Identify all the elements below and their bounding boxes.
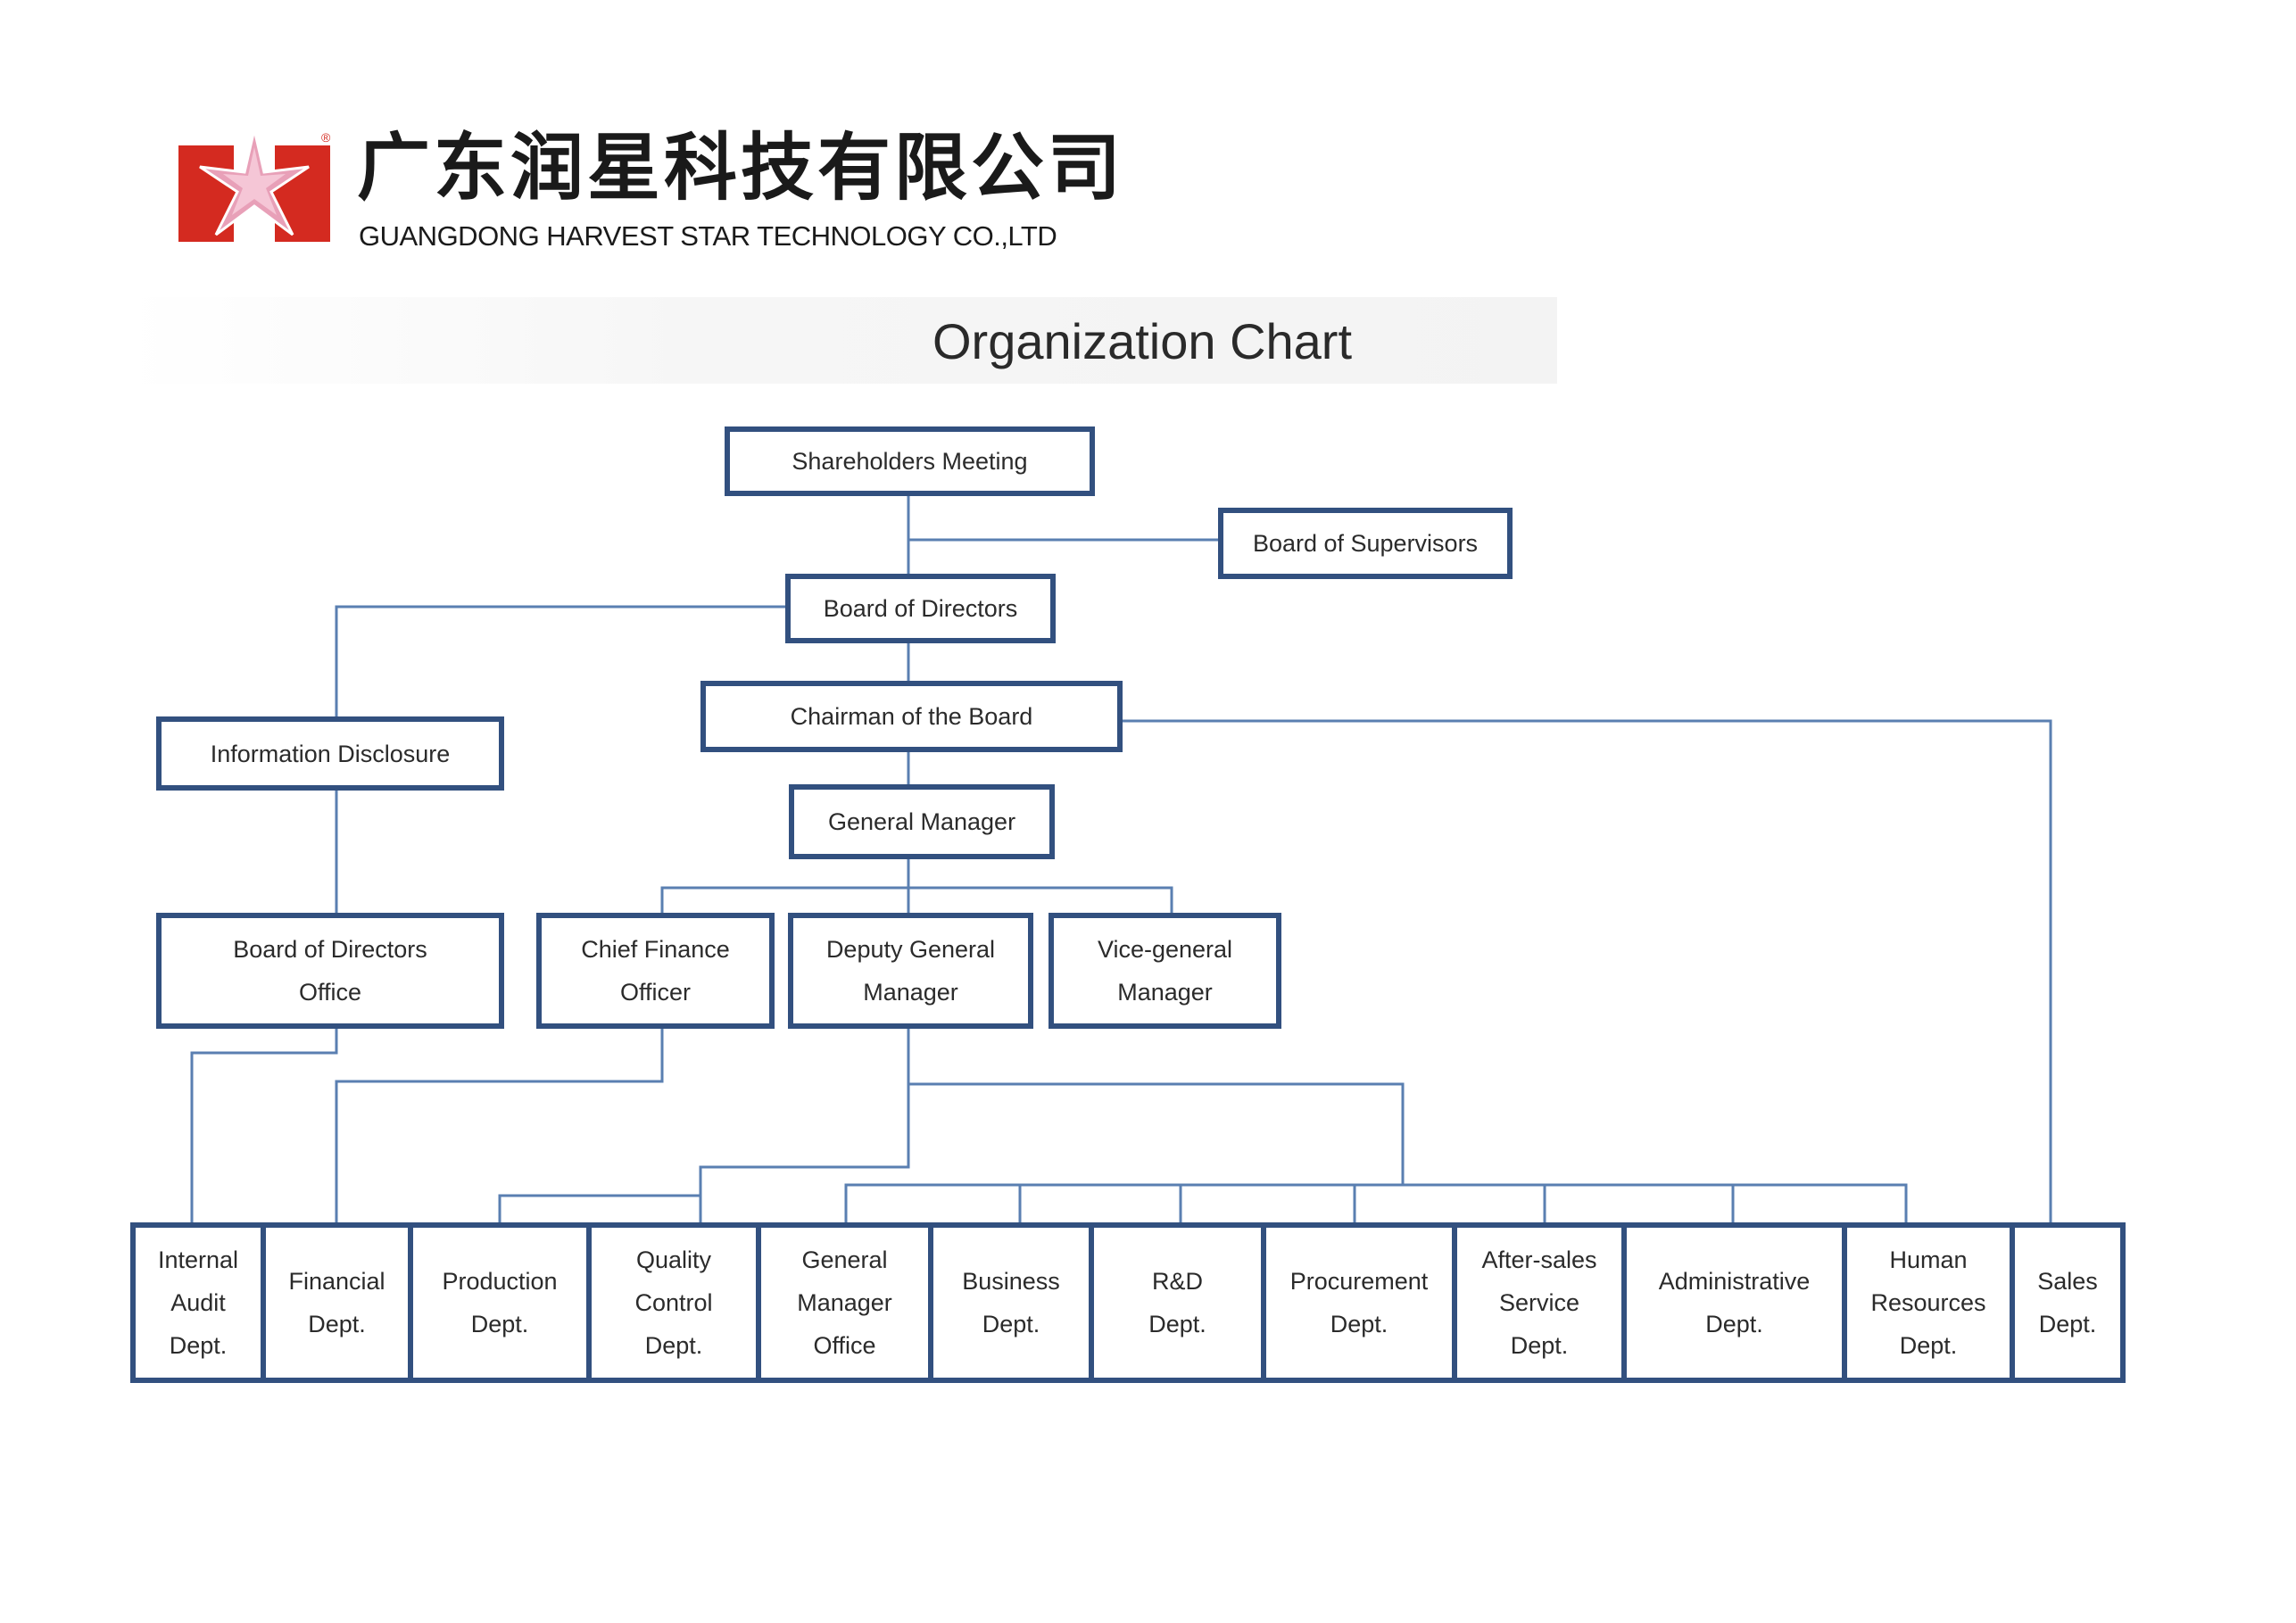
department-box: Administrative Dept. [1621, 1222, 1847, 1383]
node-label: Shareholders Meeting [792, 448, 1028, 475]
department-box: Quality Control Dept. [586, 1222, 761, 1383]
node-label: Deputy General Manager [825, 936, 996, 1006]
node-label: Board of Directors Office [233, 936, 427, 1006]
department-box: Financial Dept. [261, 1222, 413, 1383]
department-box: R&D Dept. [1089, 1222, 1266, 1383]
connector-chairman-sales [1121, 719, 2052, 1231]
node-label: General Manager [827, 808, 1016, 835]
registered-mark: ® [321, 130, 331, 145]
node-general-manager: General Manager [789, 784, 1055, 859]
department-box: Procurement Dept. [1261, 1222, 1457, 1383]
department-box: After-sales Service Dept. [1452, 1222, 1627, 1383]
department-label: Administrative Dept. [1658, 1268, 1811, 1337]
node-label: Chief Finance Officer [581, 936, 730, 1006]
node-shareholders-meeting: Shareholders Meeting [725, 426, 1095, 496]
department-box: Sales Dept. [2010, 1222, 2126, 1383]
connector-office-audit [190, 1028, 338, 1231]
connector-deputy-production-quality [699, 1028, 910, 1196]
connector-directors-info [335, 605, 785, 719]
department-label: After-sales Service Dept. [1481, 1246, 1597, 1359]
department-label: Business Dept. [962, 1268, 1060, 1337]
department-label: Sales Dept. [2037, 1268, 2098, 1337]
node-label: Vice-general Manager [1097, 936, 1233, 1006]
node-label: Board of Directors [823, 595, 1018, 622]
company-logo: ® [178, 129, 331, 242]
connector-production-quality [498, 1194, 702, 1231]
department-label: General Manager Office [797, 1246, 892, 1359]
node-deputy-gm: Deputy General Manager [788, 913, 1033, 1029]
node-bod-office: Board of Directors Office [156, 913, 504, 1029]
department-box: General Manager Office [756, 1222, 933, 1383]
node-chairman: Chairman of the Board [700, 681, 1123, 752]
department-label: Procurement Dept. [1289, 1268, 1429, 1337]
connector-cfo-financial [335, 1028, 664, 1231]
departments-row: Internal Audit Dept. Financial Dept. Produ… [130, 1222, 2126, 1383]
node-information-disclosure: Information Disclosure [156, 716, 504, 791]
node-label: Board of Supervisors [1252, 530, 1479, 557]
department-box: Internal Audit Dept. [130, 1222, 266, 1383]
department-label: Quality Control Dept. [634, 1246, 713, 1359]
company-name-chinese: 广东润星科技有限公司 [357, 126, 1125, 211]
department-box: Production Dept. [408, 1222, 592, 1383]
department-label: Internal Audit Dept. [157, 1246, 239, 1359]
title-band [125, 297, 1557, 384]
chart-title: Organization Chart [932, 313, 1353, 369]
department-label: Financial Dept. [288, 1268, 385, 1337]
connector-dept-bar [844, 1183, 1908, 1231]
node-vice-gm: Vice-general Manager [1049, 913, 1281, 1029]
node-board-of-directors: Board of Directors [785, 574, 1056, 643]
node-label: Chairman of the Board [790, 703, 1033, 730]
node-label: Information Disclosure [210, 740, 451, 767]
node-board-of-supervisors: Board of Supervisors [1218, 508, 1513, 579]
department-label: R&D Dept. [1148, 1268, 1206, 1337]
department-label: Production Dept. [442, 1268, 558, 1337]
company-name-english: GUANGDONG HARVEST STAR TECHNOLOGY CO.,LT… [359, 220, 1057, 252]
department-box: Business Dept. [928, 1222, 1094, 1383]
connector-executive-bar [660, 886, 1173, 917]
department-box: Human Resources Dept. [1842, 1222, 2015, 1383]
node-cfo: Chief Finance Officer [536, 913, 775, 1029]
department-label: Human Resources Dept. [1870, 1246, 1986, 1359]
connector-deputy-depts [908, 1082, 1405, 1185]
